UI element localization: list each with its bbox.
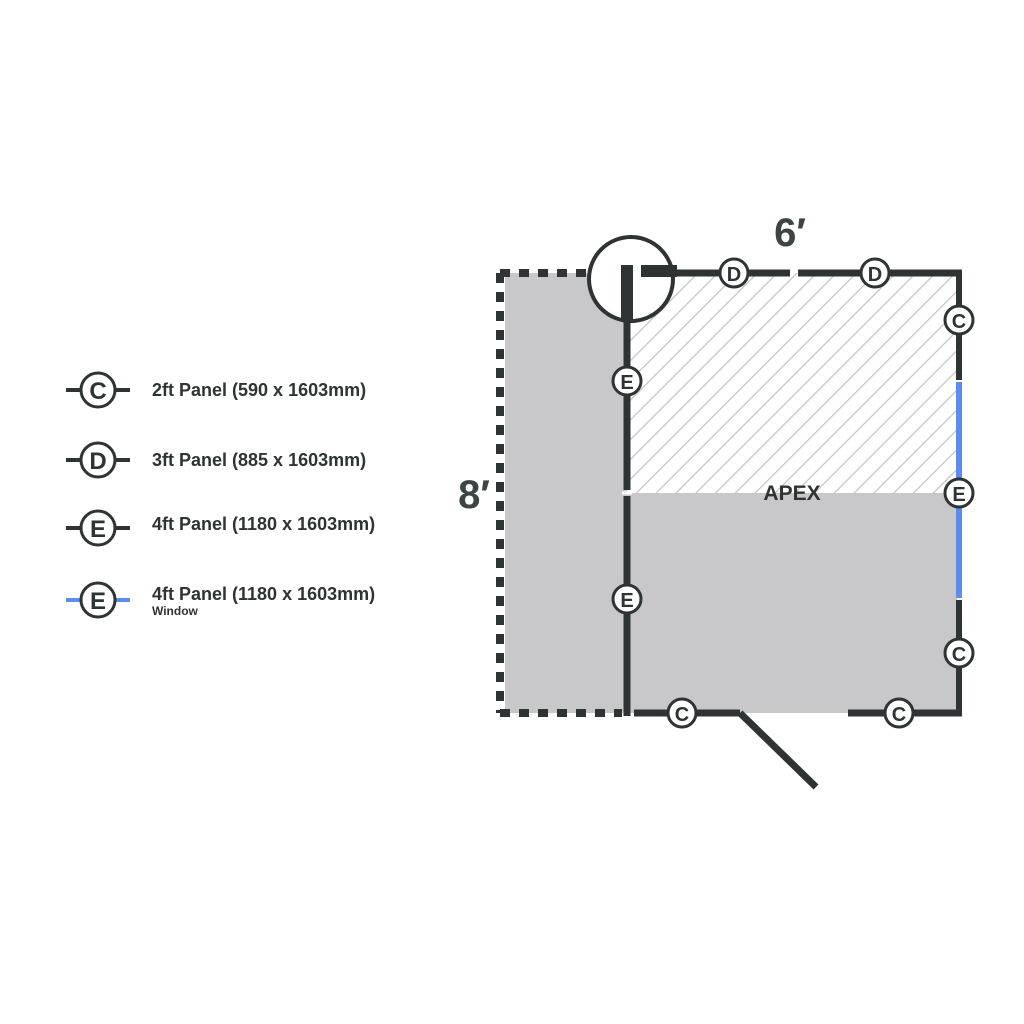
svg-text:E: E [952, 484, 965, 506]
legend-letter-e: E [90, 516, 106, 543]
panel-marker-right-2: E [943, 477, 975, 509]
apex-hatched-area [627, 273, 957, 493]
legend-label-c: 2ft Panel (590 x 1603mm) [152, 380, 366, 400]
depth-dimension-label: 8′ [458, 473, 490, 517]
panel-marker-right-1: C [943, 304, 975, 336]
svg-text:E: E [620, 372, 633, 394]
svg-text:D: D [868, 264, 882, 286]
panel-marker-bottom-1: C [666, 697, 698, 729]
legend-item-e: E 4ft Panel (1180 x 1603mm) [66, 509, 375, 547]
svg-text:E: E [620, 590, 633, 612]
side-store-floor [505, 273, 627, 713]
panel-marker-inner-1: E [611, 365, 643, 397]
dashed-outline [496, 269, 622, 717]
corner-detail [587, 235, 677, 323]
legend-letter-e-window: E [90, 588, 106, 615]
panel-marker-right-3: C [943, 637, 975, 669]
legend-item-c: C 2ft Panel (590 x 1603mm) [66, 371, 366, 409]
panel-marker-bottom-2: C [883, 697, 915, 729]
legend-label-d: 3ft Panel (885 x 1603mm) [152, 450, 366, 470]
legend-label-e: 4ft Panel (1180 x 1603mm) [152, 514, 375, 534]
svg-text:C: C [952, 644, 966, 666]
legend: C 2ft Panel (590 x 1603mm) D 3ft Panel (… [66, 371, 375, 619]
panel-marker-top-2: D [859, 257, 891, 289]
panel-marker-inner-2: E [611, 583, 643, 615]
svg-text:C: C [892, 704, 906, 726]
legend-marker-e-window [79, 581, 117, 619]
apex-label: APEX [763, 482, 820, 505]
door-leaf [737, 710, 819, 790]
legend-label-e-window: 4ft Panel (1180 x 1603mm) [152, 584, 375, 604]
legend-letter-c: C [89, 378, 106, 405]
svg-text:D: D [727, 264, 741, 286]
floor-plan: 6′ 8′ APEX D D C E C E E [458, 211, 975, 790]
legend-marker-d [79, 441, 117, 479]
legend-sublabel-window: Window [152, 604, 199, 618]
svg-text:C: C [952, 311, 966, 333]
legend-letter-d: D [89, 448, 106, 475]
main-floor [627, 493, 957, 713]
legend-marker-c [79, 371, 117, 409]
legend-item-d: D 3ft Panel (885 x 1603mm) [66, 441, 366, 479]
legend-marker-e [79, 509, 117, 547]
panel-marker-top-1: D [718, 257, 750, 289]
width-dimension-label: 6′ [774, 211, 806, 255]
legend-item-e-window: E 4ft Panel (1180 x 1603mm) Window [66, 581, 375, 619]
svg-text:C: C [675, 704, 689, 726]
